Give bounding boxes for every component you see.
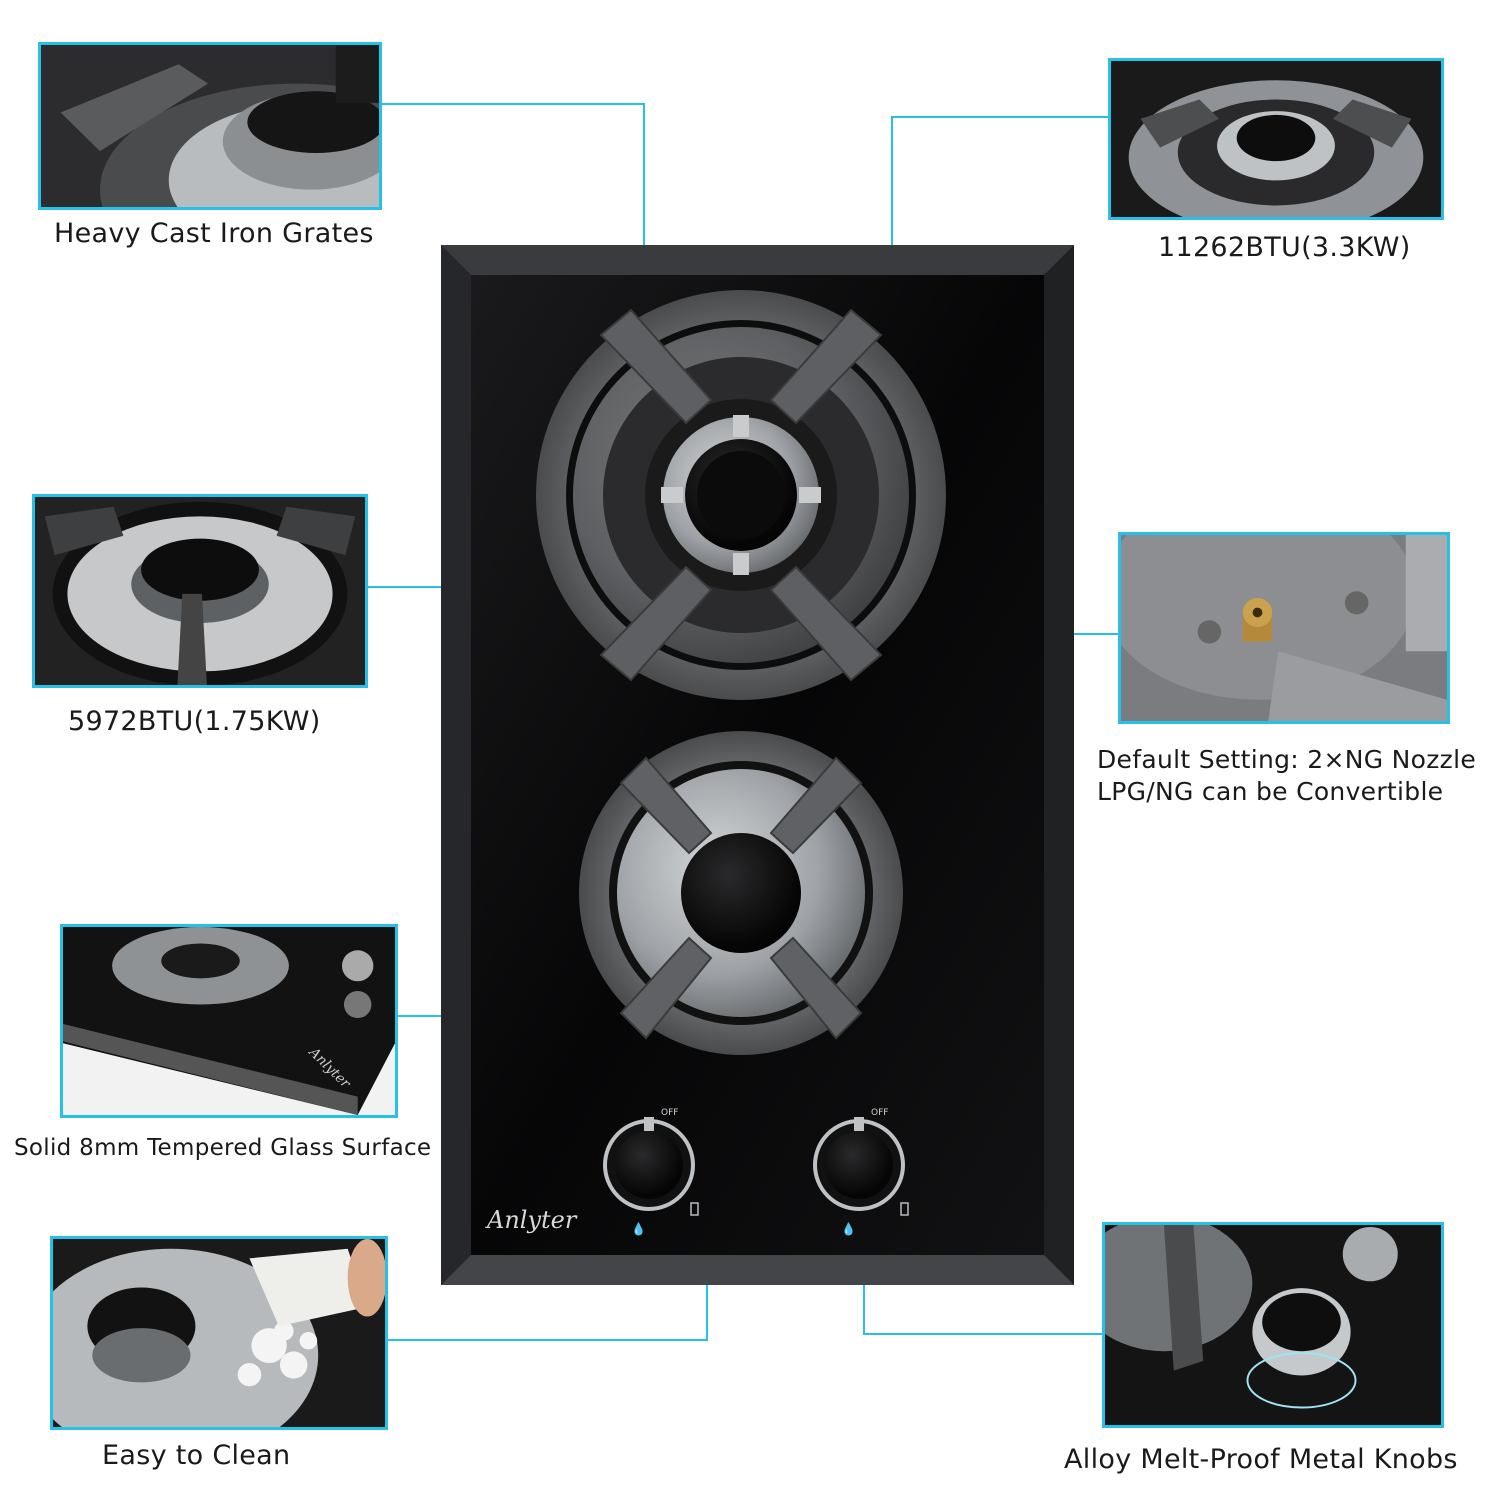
caption-large-burner: 11262BTU(3.3KW) [1158, 232, 1411, 263]
easy-clean-photo [50, 1236, 388, 1430]
svg-text:💧: 💧 [631, 1222, 646, 1236]
svg-text:💧: 💧 [841, 1222, 856, 1236]
caption-clean: Easy to Clean [102, 1440, 291, 1471]
knob-right: OFF 💧 [813, 1108, 905, 1236]
caption-knobs: Alloy Melt-Proof Metal Knobs [1064, 1444, 1458, 1475]
caption-nozzle: Default Setting: 2×NG Nozzle LPG/NG can … [1097, 744, 1476, 808]
caption-small-burner: 5972BTU(1.75KW) [68, 706, 321, 737]
knob-off-label: OFF [871, 1108, 888, 1118]
nozzle-line-1: Default Setting: 2×NG Nozzle [1097, 745, 1477, 774]
caption-grates: Heavy Cast Iron Grates [54, 218, 374, 249]
gas-hob: OFF 💧 OFF 💧 Anlyter [441, 245, 1074, 1285]
glass-surface-photo: Anlyter [60, 924, 398, 1118]
large-burner [536, 290, 946, 700]
knob-off-label: OFF [661, 1108, 678, 1118]
large-burner-photo [1108, 58, 1444, 220]
caption-glass: Solid 8mm Tempered Glass Surface [14, 1135, 432, 1161]
metal-knobs-photo [1102, 1222, 1444, 1428]
grates-photo [38, 42, 382, 210]
nozzle-photo [1118, 532, 1450, 724]
knob-left: OFF 💧 [603, 1108, 695, 1236]
brand-logo: Anlyter [485, 1206, 578, 1234]
nozzle-line-2: LPG/NG can be Convertible [1097, 777, 1444, 806]
small-burner-photo [32, 494, 368, 688]
small-burner [579, 731, 903, 1055]
